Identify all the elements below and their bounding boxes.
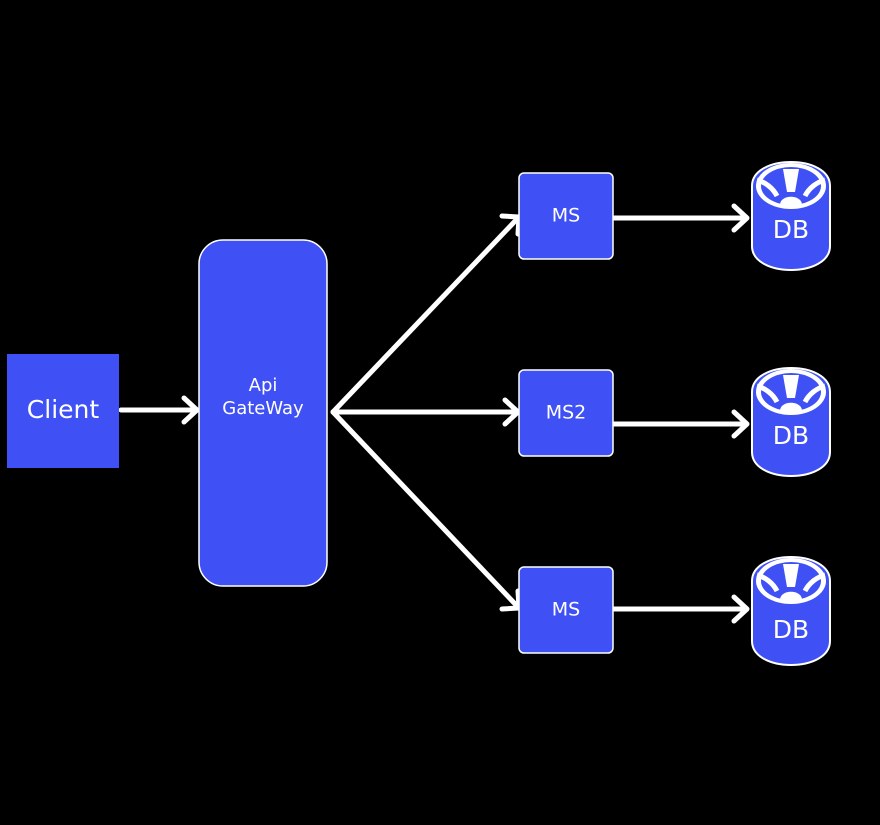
- gateway-label-line1: Api: [249, 375, 278, 396]
- database-node-bottom: DB: [751, 556, 831, 666]
- service-label: MS2: [546, 402, 587, 424]
- service-node-ms-bottom: MS: [518, 566, 614, 654]
- arrow-gateway-to-ms2: [330, 397, 521, 427]
- service-node-ms2: MS2: [518, 369, 614, 457]
- database-label: DB: [773, 215, 809, 244]
- database-icon: [751, 556, 831, 666]
- client-label: Client: [27, 395, 100, 424]
- service-label: MS: [552, 599, 580, 621]
- service-node-ms-top: MS: [518, 172, 614, 260]
- arrow-gateway-to-ms-bottom: [330, 409, 522, 612]
- arrow-client-to-gateway: [118, 395, 200, 425]
- client-node: Client: [7, 354, 119, 468]
- api-gateway-node: Api GateWay: [198, 239, 328, 587]
- gateway-label-line2: GateWay: [222, 398, 304, 419]
- service-label: MS: [552, 205, 580, 227]
- arrow-gateway-to-ms-top: [330, 213, 522, 415]
- arrow-ms-bottom-to-db: [611, 594, 750, 624]
- edges: [118, 203, 750, 624]
- database-node-top: DB: [751, 161, 831, 271]
- database-node-middle: DB: [751, 367, 831, 477]
- arrow-ms-top-to-db: [611, 203, 750, 233]
- arrow-ms2-to-db: [611, 409, 750, 439]
- database-icon: [751, 161, 831, 271]
- database-label: DB: [773, 615, 809, 644]
- database-icon: [751, 367, 831, 477]
- database-label: DB: [773, 421, 809, 450]
